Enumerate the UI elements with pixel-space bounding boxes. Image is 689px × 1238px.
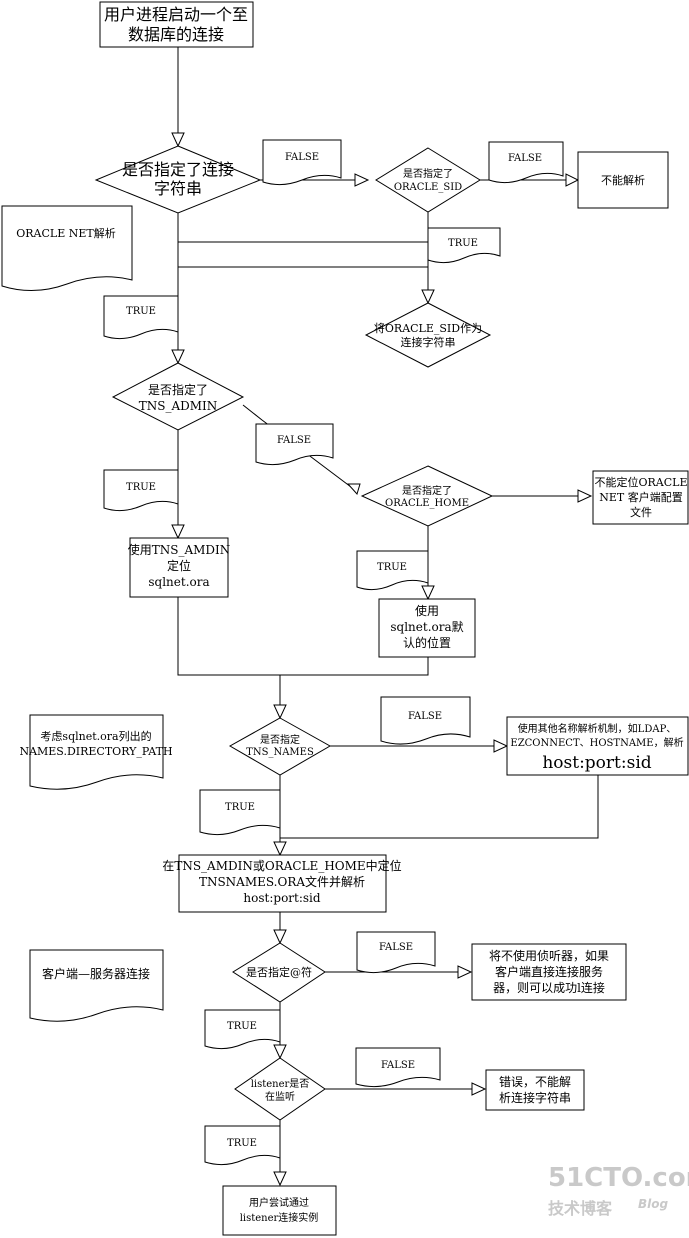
flag-false-1-text: FALSE [285,152,319,163]
decision-oracle-home-line-1: 是否指定了 [402,484,452,497]
flag-false-2-text: FALSE [508,153,542,164]
note-client-server: 客户端—服务器连接 [29,949,164,1022]
decision-oracle-home: 是否指定了 ORACLE_HOME [360,465,494,527]
use-default-box: 使用 sqlnet.ora默 认的位置 [378,598,476,658]
other-methods-box: 使用其他名称解析机制，如LDAP、 EZCONNECT、HOSTNAME，解析 … [506,716,689,776]
connect-box: 用户尝试通过 listener连接实例 [222,1185,337,1236]
decision-tns-admin: 是否指定了 TNS_ADMIN [111,362,245,431]
decision-conn-string-line-2: 字符串 [154,179,202,198]
flag-false-4-text: FALSE [408,711,442,722]
error-line-1: 错误，不能解 [499,1075,571,1089]
no-listener-box: 将不使用侦听器，如果 客户端直接连接服务 器，则可以成功l连接 [471,943,627,1001]
flag-false-6: FALSE [355,1047,441,1088]
watermark-sub: 技术博客 [548,1199,613,1218]
no-listener-line-2: 客户端直接连接服务 [495,964,603,979]
use-default-line-1: 使用 [415,603,439,618]
start-line-2: 数据库的连接 [128,25,224,44]
cannot-locate-line-3: 文件 [630,505,652,519]
cannot-locate-line-2: NET 客户端配置 [599,490,683,504]
decision-oracle-sid: 是否指定了 ORACLE_SID [375,147,481,213]
decision-oracle-home-line-2: ORACLE_HOME [385,498,469,509]
decision-oracle-sid-line-2: ORACLE_SID [394,182,462,193]
connect-line-1: 用户尝试通过 [249,1196,309,1209]
decision-at-sign-text: 是否指定@符 [246,965,312,979]
flag-false-5-text: FALSE [379,942,413,953]
locate-tnsnames-box: 在TNS_AMDIN或ORACLE_HOME中定位 TNSNAMES.ORA文件… [162,854,402,913]
decision-conn-string: 是否指定了连接 字符串 [94,145,262,214]
decision-conn-string-line-1: 是否指定了连接 [122,160,234,179]
flag-true-1: TRUE [427,227,501,264]
flag-true-5: TRUE [199,789,281,836]
cannot-resolve-text: 不能解析 [601,173,645,187]
no-listener-line-3: 器，则可以成功l连接 [493,980,605,995]
locate-tnsnames-line-3: host:port:sid [243,891,320,905]
flag-false-2: FALSE [488,141,564,184]
note-oracle-net-text: ORACLE NET解析 [16,226,115,240]
use-default-line-3: 认的位置 [403,635,451,650]
flag-true-7: TRUE [204,1125,281,1166]
note-names-path-line-1: 考虑sqlnet.ora列出的 [40,729,151,743]
start-line-1: 用户进程启动一个至 [104,5,248,24]
flag-true-6-text: TRUE [227,1021,257,1032]
error-box: 错误，不能解 析连接字符串 [485,1069,585,1111]
watermark: 51CTO.com 技术博客 Blog [548,1163,689,1218]
flag-true-4-text: TRUE [377,562,407,573]
flag-true-3: TRUE [103,469,179,512]
note-names-path: 考虑sqlnet.ora列出的 NAMES.DIRECTORY_PATH [19,714,173,790]
start-box: 用户进程启动一个至 数据库的连接 [99,1,254,48]
error-line-2: 析连接字符串 [499,1090,571,1105]
connect-line-2: listener连接实例 [240,1211,319,1224]
no-listener-line-1: 将不使用侦听器，如果 [489,948,609,963]
flag-false-3: FALSE [255,423,334,466]
flag-false-1: FALSE [262,139,342,186]
locate-tnsnames-line-2: TNSNAMES.ORA文件并解析 [199,874,365,889]
use-sid-line-1: 将ORACLE_SID作为 [374,322,482,335]
flag-true-6: TRUE [204,1009,281,1050]
flag-false-5: FALSE [356,931,436,974]
decision-listener-line-1: listener是否 [251,1078,310,1090]
watermark-blog: Blog [638,1197,669,1211]
flag-true-2: TRUE [103,295,179,340]
flag-true-2-text: TRUE [126,306,156,317]
flag-true-1-text: TRUE [448,238,478,249]
other-methods-line-1: 使用其他名称解析机制，如LDAP、 [518,722,677,735]
cannot-locate-box: 不能定位ORACLE NET 客户端配置 文件 [592,470,689,525]
use-tns-admin-box: 使用TNS_AMDIN 定位 sqlnet.ora [128,537,231,598]
flag-false-4: FALSE [380,696,471,745]
flag-false-6-text: FALSE [381,1060,415,1071]
decision-tns-admin-line-1: 是否指定了 [148,382,208,397]
other-methods-line-3: host:port:sid [542,753,651,773]
decision-at-sign: 是否指定@符 [232,942,326,1003]
note-names-path-line-2: NAMES.DIRECTORY_PATH [19,745,172,758]
flag-true-3-text: TRUE [126,482,156,493]
decision-use-sid: 将ORACLE_SID作为 连接字符串 [364,302,492,368]
flag-false-3-text: FALSE [277,435,311,446]
watermark-site: 51CTO.com [548,1163,689,1193]
cannot-locate-line-1: 不能定位ORACLE [595,475,688,489]
decision-tns-names: 是否指定 TNS_NAMES [228,717,332,776]
use-tns-admin-line-1: 使用TNS_AMDIN [128,542,231,557]
decision-tns-names-line-2: TNS_NAMES [246,747,314,758]
flag-true-4: TRUE [356,550,429,591]
use-default-line-2: sqlnet.ora默 [390,619,463,634]
decision-tns-admin-line-2: TNS_ADMIN [139,399,218,413]
decision-listener-line-2: 在监听 [265,1090,295,1103]
note-client-server-text: 客户端—服务器连接 [42,966,150,981]
use-sid-line-2: 连接字符串 [401,335,456,349]
use-tns-admin-line-3: sqlnet.ora [148,575,209,589]
flag-true-7-text: TRUE [227,1138,257,1149]
use-tns-admin-line-2: 定位 [167,558,191,573]
locate-tnsnames-line-1: 在TNS_AMDIN或ORACLE_HOME中定位 [162,858,401,873]
note-oracle-net: ORACLE NET解析 [1,205,133,292]
decision-tns-names-line-1: 是否指定 [260,733,300,746]
decision-oracle-sid-line-1: 是否指定了 [403,167,453,180]
decision-listener: listener是否 在监听 [234,1057,326,1121]
flag-true-5-text: TRUE [225,802,255,813]
cannot-resolve-box: 不能解析 [577,151,669,209]
other-methods-line-2: EZCONNECT、HOSTNAME，解析 [510,736,683,749]
